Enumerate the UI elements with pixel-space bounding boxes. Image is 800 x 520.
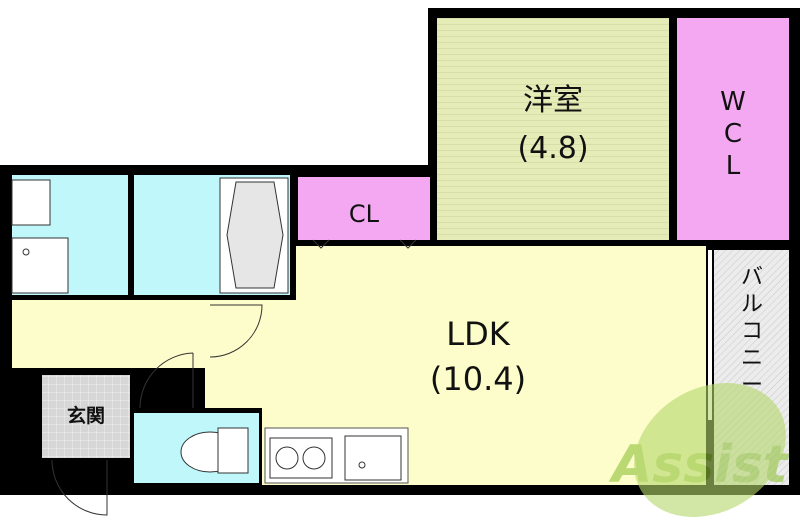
wcl-label-c: C xyxy=(724,119,742,149)
closet-label: CL xyxy=(349,200,380,228)
vanity-icon xyxy=(11,179,51,226)
assist-logo-text: Assist xyxy=(608,435,790,495)
balcony-char: ニ xyxy=(741,346,763,371)
wcl-label-w: W xyxy=(720,87,746,117)
stove-icon xyxy=(269,437,333,479)
kitchen-counter xyxy=(264,427,409,484)
entrance-label: 玄関 xyxy=(67,404,105,427)
bathtub-icon xyxy=(219,177,289,294)
sink-icon xyxy=(344,435,402,481)
ldk xyxy=(12,246,706,485)
western-room-label: 洋室 xyxy=(523,83,583,118)
balcony-label: バ ル コ ニ ー xyxy=(741,265,763,398)
balcony-char: ー xyxy=(741,373,763,398)
western-room-size: (4.8) xyxy=(517,131,588,166)
walk-in-closet xyxy=(677,18,789,240)
balcony-char: バ xyxy=(741,265,763,290)
balcony-char: コ xyxy=(741,319,763,344)
ldk-label: LDK xyxy=(446,315,510,353)
balcony-char: ル xyxy=(741,292,763,317)
doors xyxy=(51,239,417,516)
entrance xyxy=(42,375,130,458)
wcl-label-l: L xyxy=(726,151,741,181)
closet xyxy=(298,177,430,240)
toilet-icon xyxy=(180,427,249,474)
assist-logo: Assist xyxy=(608,383,790,517)
western-room xyxy=(437,18,669,240)
washing-machine-icon xyxy=(11,237,69,294)
ldk-size: (10.4) xyxy=(430,360,526,398)
